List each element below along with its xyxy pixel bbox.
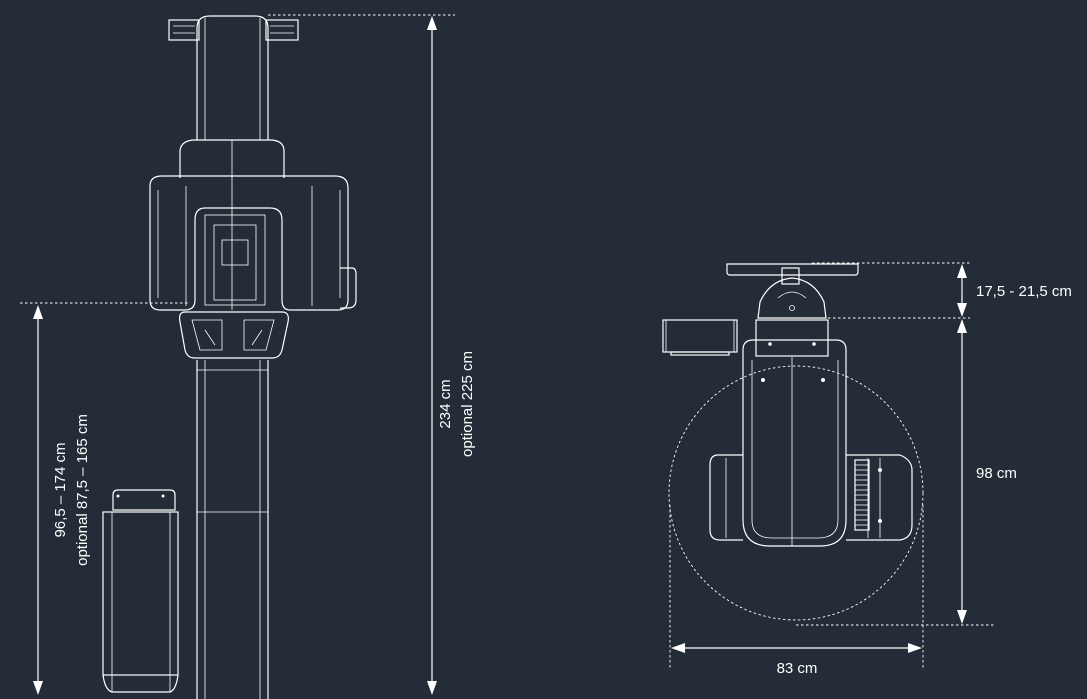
total-height-label-group: 234 cm optional 225 cm: [437, 351, 476, 457]
top-offset-label: 17,5 - 21,5 cm: [976, 283, 1072, 300]
chin-height-label-group: 96,5 – 174 cm optional 87,5 – 165 cm: [52, 414, 91, 566]
arm-bracket: [755, 277, 829, 357]
chin-rest: [178, 311, 289, 359]
top-view: [662, 263, 924, 621]
depth-label: 98 cm: [976, 465, 1017, 482]
chin-height-optional-label: optional 87,5 – 165 cm: [74, 414, 91, 566]
stool: [102, 489, 179, 693]
unit-body: [709, 339, 913, 547]
wall-bracket: [168, 19, 299, 41]
control-box: [662, 319, 738, 356]
rotation-radius-circle: [668, 365, 924, 621]
width-label: 83 cm: [777, 660, 818, 677]
column: [196, 15, 269, 699]
top-offset-dimension-line: [957, 264, 967, 317]
front-view: [102, 15, 357, 699]
width-dimension-line: [671, 643, 922, 653]
chin-height-dimension-line: [33, 305, 43, 695]
total-height-dimension-line: [427, 16, 437, 695]
wall-mount: [726, 263, 859, 285]
total-height-optional-label: optional 225 cm: [459, 351, 476, 457]
rotating-unit: [149, 139, 357, 311]
depth-dimension-line: [957, 319, 967, 624]
chin-height-label: 96,5 – 174 cm: [52, 442, 69, 537]
total-height-label: 234 cm: [437, 379, 454, 428]
